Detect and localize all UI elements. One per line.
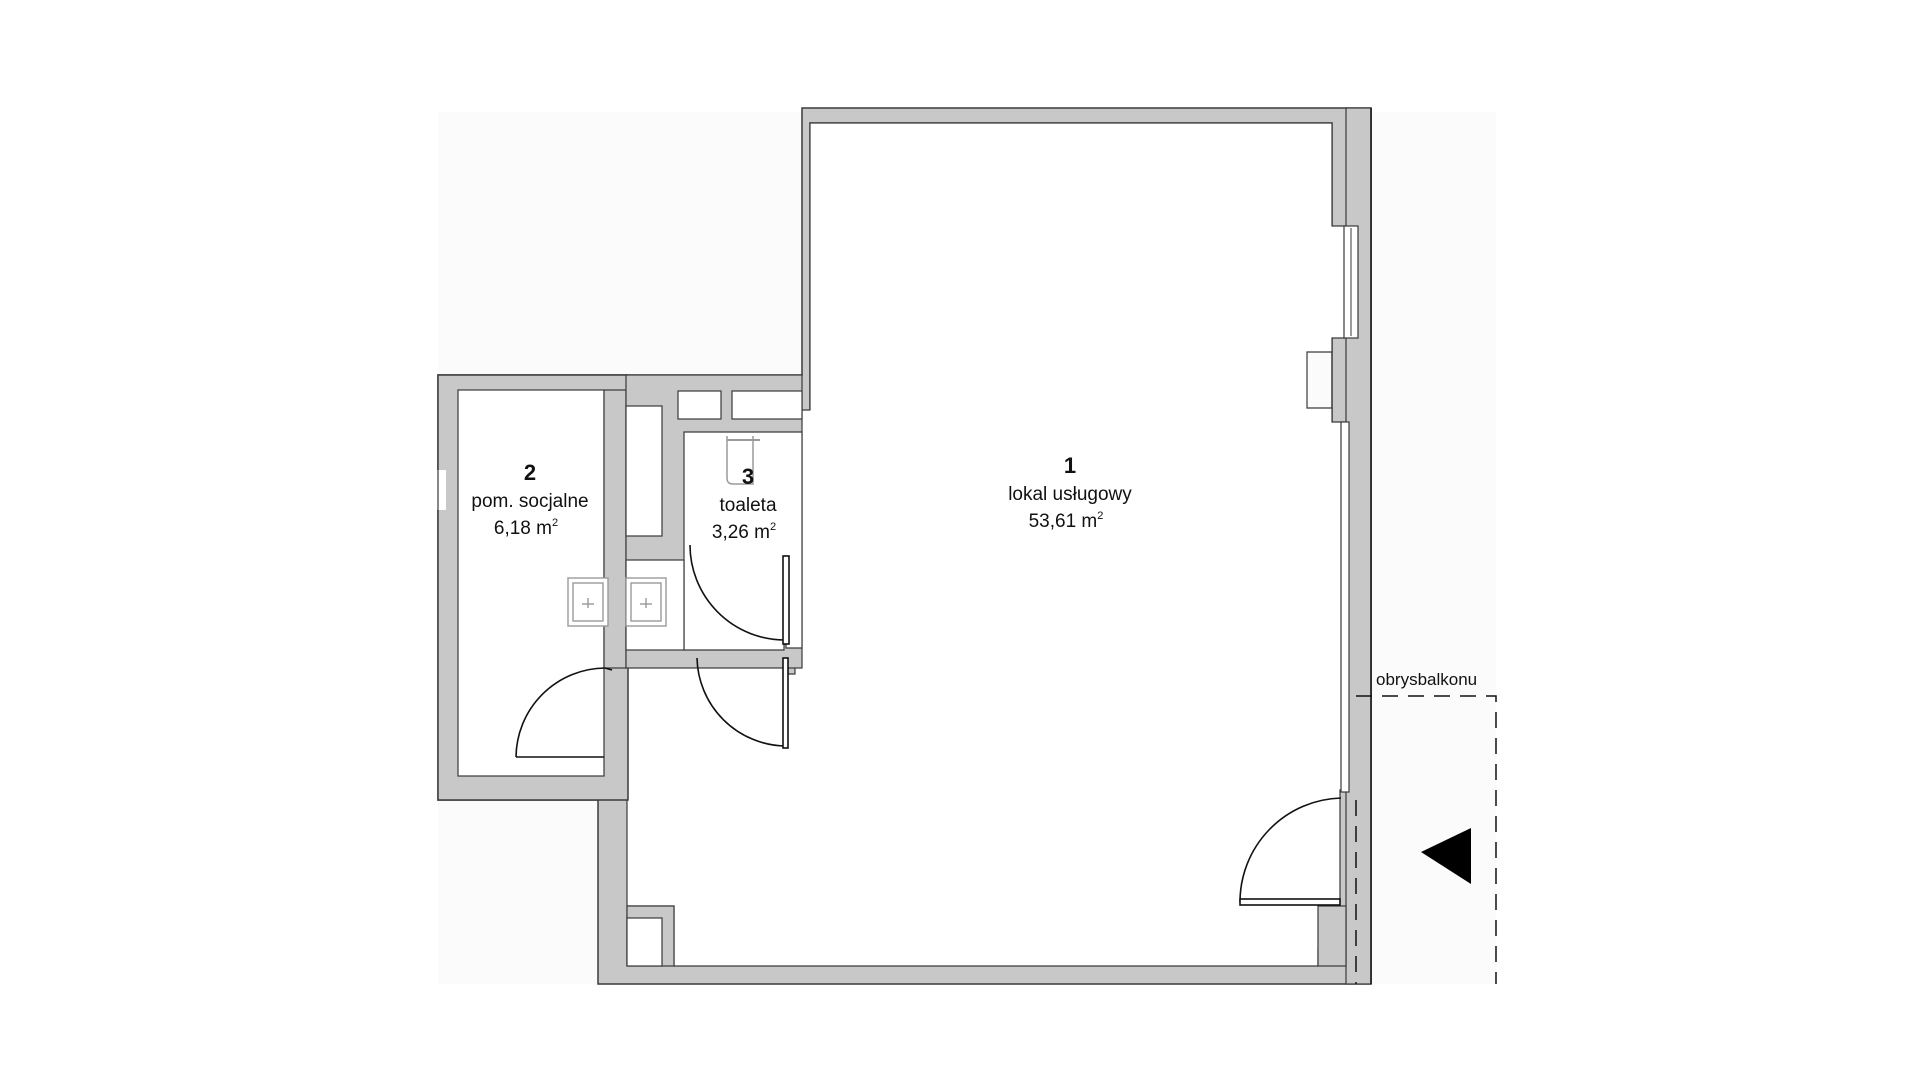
room-3-area-sup: 2 — [770, 521, 776, 533]
glazed-wall — [1340, 421, 1350, 793]
room-2-area-value: 6,18 m — [494, 518, 552, 539]
sink-icon — [567, 577, 609, 627]
entrance-arrow-icon — [1421, 828, 1471, 884]
toilet-fixture — [726, 436, 754, 485]
shaft-2 — [677, 390, 722, 420]
room-1-area: 53,61 m2 — [1029, 510, 1104, 532]
room-1-name: lokal usługowy — [1008, 484, 1132, 505]
room-3-number: 3 — [742, 464, 754, 489]
door-toilet[interactable] — [689, 544, 790, 645]
door-room-2[interactable] — [515, 667, 613, 758]
shaft-3 — [731, 390, 803, 420]
sink-icon-2 — [625, 577, 667, 627]
pilaster-bottom-right — [1317, 905, 1347, 967]
column-bottom-left-inner — [626, 917, 663, 967]
room-2-name: pom. socjalne — [471, 491, 588, 512]
balcony-label: obrysbalkonu — [1376, 670, 1477, 689]
room-3-name: toaleta — [719, 495, 776, 516]
balcony-outline — [1356, 695, 1497, 984]
room-1-area-value: 53,61 m — [1029, 511, 1098, 532]
room-3-area: 3,26 m2 — [712, 521, 776, 543]
room-1-area-sup: 2 — [1097, 510, 1103, 522]
room-2-area-sup: 2 — [552, 517, 558, 529]
left-wall-gap — [436, 470, 446, 510]
door-balcony[interactable] — [1239, 797, 1342, 906]
room-2-number: 2 — [524, 460, 536, 485]
shaft-1 — [625, 405, 663, 537]
room-2-area: 6,18 m2 — [494, 517, 558, 539]
room-1-number: 1 — [1064, 453, 1076, 478]
room-3-area-value: 3,26 m — [712, 522, 770, 543]
door-sink-alcove[interactable] — [696, 657, 789, 749]
